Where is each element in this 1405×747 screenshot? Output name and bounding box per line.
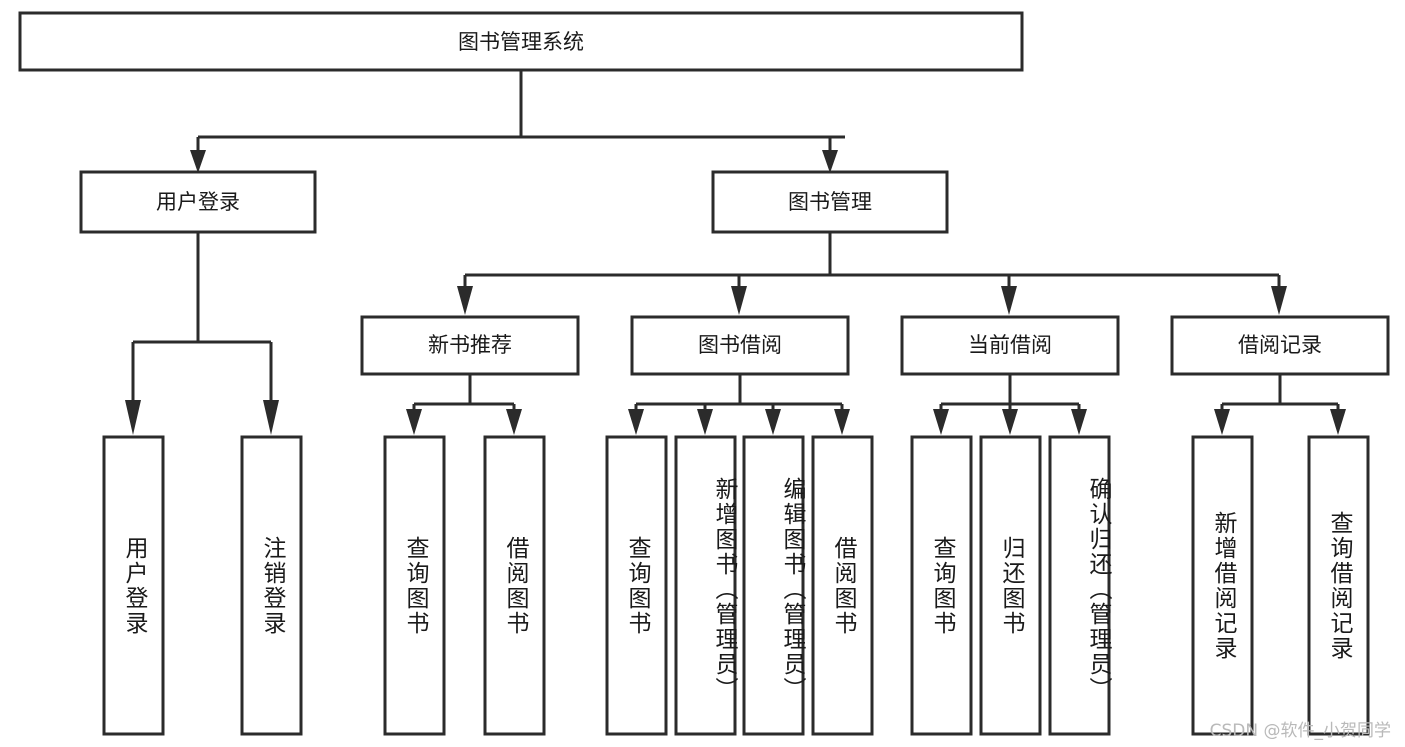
node-new-book-recommend[interactable]: 新书推荐 xyxy=(360,315,580,376)
leaf-label-new-book-2: 借阅图书 xyxy=(502,535,528,636)
node-root[interactable]: 图书管理系统 xyxy=(18,11,1024,72)
leaf-label-book-borrow-4: 借阅图书 xyxy=(830,535,856,636)
node-book-management-label: 图书管理 xyxy=(788,190,872,214)
connector-newbook-to-leaves xyxy=(406,374,522,435)
connector-userlogin-to-leaves xyxy=(125,232,279,435)
node-borrow-record[interactable]: 借阅记录 xyxy=(1170,315,1390,376)
leaf-label-current-borrow-2: 归还图书 xyxy=(998,535,1024,636)
leaf-box-current-borrow-3[interactable] xyxy=(1048,435,1111,736)
node-user-login[interactable]: 用户登录 xyxy=(79,170,317,234)
connector-root-to-level2 xyxy=(190,70,845,173)
leaf-label-book-borrow-1: 查询图书 xyxy=(624,535,650,636)
node-book-management[interactable]: 图书管理 xyxy=(711,170,949,234)
leaf-label-borrow-record-1: 新增借阅记录 xyxy=(1210,510,1236,661)
node-current-borrow-label: 当前借阅 xyxy=(968,333,1052,357)
connector-borrowrecord-to-leaves xyxy=(1214,374,1346,435)
leaf-box-user-login-1[interactable] xyxy=(102,435,165,736)
node-current-borrow[interactable]: 当前借阅 xyxy=(900,315,1120,376)
leaf-box-current-borrow-1[interactable] xyxy=(910,435,973,736)
leaf-label-book-borrow-2: 新增图书（管理员） xyxy=(711,477,737,702)
node-root-label: 图书管理系统 xyxy=(458,30,584,54)
leaf-label-user-login-2: 注销登录 xyxy=(259,535,285,636)
node-new-book-recommend-label: 新书推荐 xyxy=(428,333,512,357)
leaf-box-new-book-2[interactable] xyxy=(483,435,546,736)
leaf-box-new-book-1[interactable] xyxy=(383,435,446,736)
leaf-box-book-borrow-3[interactable] xyxy=(742,435,805,736)
node-book-borrow[interactable]: 图书借阅 xyxy=(630,315,850,376)
connector-bookborrow-to-leaves xyxy=(628,374,850,435)
node-book-borrow-label: 图书借阅 xyxy=(698,333,782,357)
leaf-box-borrow-record-1[interactable] xyxy=(1191,435,1254,736)
connector-bookmgmt-to-level3 xyxy=(457,232,1287,315)
leaf-box-book-borrow-4[interactable] xyxy=(811,435,874,736)
leaf-label-current-borrow-1: 查询图书 xyxy=(929,535,955,636)
leaf-label-borrow-record-2: 查询借阅记录 xyxy=(1326,510,1352,661)
leaf-box-borrow-record-2[interactable] xyxy=(1307,435,1370,736)
leaf-box-book-borrow-1[interactable] xyxy=(605,435,668,736)
csdn-watermark: CSDN @软件_小贺同学 xyxy=(1209,721,1391,741)
leaf-box-user-login-2[interactable] xyxy=(240,435,303,736)
node-user-login-label: 用户登录 xyxy=(156,190,240,214)
leaf-label-new-book-1: 查询图书 xyxy=(402,535,428,636)
leaf-label-current-borrow-3: 确认归还（管理员） xyxy=(1085,477,1111,702)
leaf-box-current-borrow-2[interactable] xyxy=(979,435,1042,736)
connector-currentborrow-to-leaves xyxy=(933,374,1087,435)
leaf-label-user-login-1: 用户登录 xyxy=(121,535,147,636)
node-borrow-record-label: 借阅记录 xyxy=(1238,333,1322,357)
leaf-box-book-borrow-2[interactable] xyxy=(674,435,737,736)
leaf-label-book-borrow-3: 编辑图书（管理员） xyxy=(779,477,805,702)
